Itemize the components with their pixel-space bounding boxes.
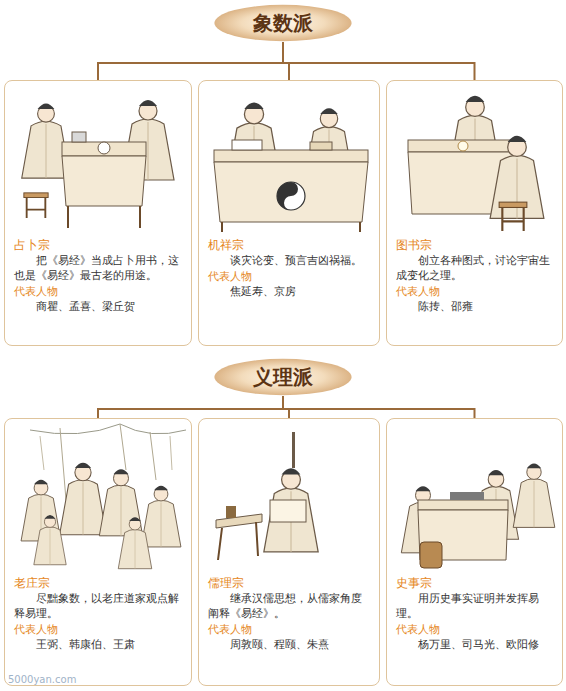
figures-label: 代表人物: [396, 284, 553, 299]
figures-label: 代表人物: [396, 622, 553, 637]
branch-connector: [98, 42, 283, 80]
figures-label: 代表人物: [14, 284, 182, 299]
figures-names: 焦延寿、京房: [208, 284, 370, 299]
branch-connector: [283, 42, 475, 80]
school-description: 把《易经》当成占卜用书，这也是《易经》最古老的用途。: [14, 253, 182, 283]
figures-label: 代表人物: [208, 622, 370, 637]
watermark: 5000yan.com: [8, 674, 76, 686]
branch-connector: [98, 396, 283, 418]
oval-fill: [214, 359, 351, 395]
figures-names: 商瞿、孟喜、梁丘贺: [14, 299, 182, 314]
school-description: 谈灾论变、预言吉凶祸福。: [208, 253, 370, 268]
school-description: 尽黜象数，以老庄道家观点解释易理。: [14, 591, 182, 621]
school-oval: 象数派: [213, 4, 353, 42]
omen-scene: [214, 103, 368, 232]
school-description: 继承汉儒思想，从儒家角度阐释《易经》。: [208, 591, 370, 621]
school-name: 义理派: [253, 364, 313, 391]
figures-names: 杨万里、司马光、欧阳修: [396, 637, 553, 652]
school-box: 图书宗创立各种图式，讨论宇宙生成变化之理。代表人物陈抟、邵雍: [386, 80, 563, 346]
figures-names: 陈抟、邵雍: [396, 299, 553, 314]
school-box: 史事宗用历史事实证明并发挥易理。代表人物杨万里、司马光、欧阳修: [386, 418, 563, 686]
school-title: 图书宗: [396, 237, 553, 253]
divination-scene: [22, 100, 174, 228]
figures-label: 代表人物: [14, 622, 182, 637]
branch-connector: [283, 396, 475, 418]
oval-fill: [214, 5, 351, 41]
school-title: 儒理宗: [208, 575, 370, 591]
school-description: 创立各种图式，讨论宇宙生成变化之理。: [396, 253, 553, 283]
school-box: 机祥宗谈灾论变、预言吉凶祸福。代表人物焦延寿、京房: [198, 80, 380, 346]
school-title: 占卜宗: [14, 237, 182, 253]
gathering-scene: [21, 424, 186, 569]
figures-names: 周敦颐、程颐、朱熹: [208, 637, 370, 652]
school-box: 老庄宗尽黜象数，以老庄道家观点解释易理。代表人物王弼、韩康伯、王肃: [4, 418, 192, 686]
school-name: 象数派: [253, 10, 313, 37]
scholar-scene: [216, 432, 318, 560]
school-box: 儒理宗继承汉儒思想，从儒家角度阐释《易经》。代表人物周敦颐、程颐、朱熹: [198, 418, 380, 686]
school-oval: 义理派: [213, 358, 353, 396]
school-title: 史事宗: [396, 575, 553, 591]
diagram-scene: [408, 96, 544, 231]
school-title: 老庄宗: [14, 575, 182, 591]
school-box: 占卜宗把《易经》当成占卜用书，这也是《易经》最古老的用途。代表人物商瞿、孟喜、梁…: [4, 80, 192, 346]
school-description: 用历史事实证明并发挥易理。: [396, 591, 553, 621]
figures-label: 代表人物: [208, 269, 370, 284]
school-title: 机祥宗: [208, 237, 370, 253]
figures-names: 王弼、韩康伯、王肃: [14, 637, 182, 652]
history-scene: [401, 463, 554, 568]
